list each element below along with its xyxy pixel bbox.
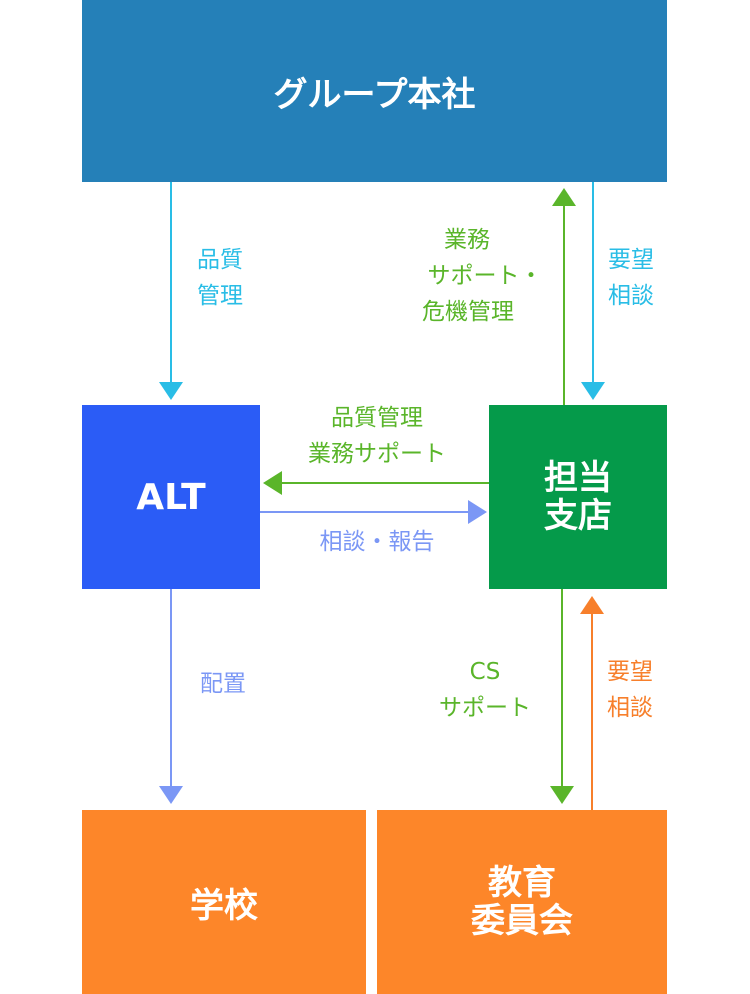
node-education-board: 教育 委員会 [377,810,667,994]
label-business-support-crisis: 業務 サポート・ 危機管理 [410,222,560,330]
label-request-consult-board-line2: 相談 [607,695,653,721]
arrowhead-alt-to-branch [468,500,487,524]
arrowhead-alt-to-school [159,786,183,804]
label-placement-line1: 配置 [200,671,246,697]
label-request-consult-hq-line1: 要望 [608,247,654,273]
node-alt-label: ALT [136,476,206,518]
label-cs-support-line2: サポート [439,695,531,721]
label-request-consult-hq-line2: 相談 [608,283,654,309]
label-placement: 配置 [183,666,263,702]
node-school: 学校 [82,810,366,994]
arrowhead-hq-to-branch [581,382,605,400]
arrowhead-branch-to-board [550,786,574,804]
arrowhead-branch-to-alt [263,471,282,495]
label-consult-report-line1: 相談・報告 [319,529,435,555]
label-consult-report: 相談・報告 [292,524,462,560]
node-branch: 担当 支店 [489,405,667,589]
arrowhead-board-to-branch [580,596,604,614]
arrowhead-branch-to-hq [552,188,576,206]
arrowhead-hq-to-alt [159,382,183,400]
label-request-consult-board: 要望 相談 [590,654,670,726]
label-cs-support-line1: CS [469,659,501,685]
label-quality-control-line1: 品質 [197,247,243,273]
label-request-consult-hq: 要望 相談 [591,242,671,314]
node-group-hq: グループ本社 [82,0,667,182]
node-education-board-label-line1: 教育 [488,863,556,903]
label-business-support-crisis-line3: 危機管理 [422,299,514,325]
label-business-support-crisis-line2: サポート・ [427,263,543,289]
node-school-label: 学校 [190,885,258,926]
node-branch-label-line1: 担当 [544,458,612,498]
node-branch-label-line2: 支店 [544,496,612,536]
label-quality-business-support-line2: 業務サポート [308,441,446,467]
label-business-support-crisis-line1: 業務 [444,227,490,253]
label-quality-business-support: 品質管理 業務サポート [282,400,472,472]
label-quality-control-line2: 管理 [197,283,243,309]
node-group-hq-label: グループ本社 [273,74,476,115]
label-request-consult-board-line1: 要望 [607,659,653,685]
label-quality-control: 品質 管理 [180,242,260,314]
label-quality-business-support-line1: 品質管理 [331,405,423,431]
node-alt: ALT [82,405,260,589]
node-education-board-label-line2: 委員会 [471,901,573,941]
label-cs-support: CS サポート [420,654,550,726]
